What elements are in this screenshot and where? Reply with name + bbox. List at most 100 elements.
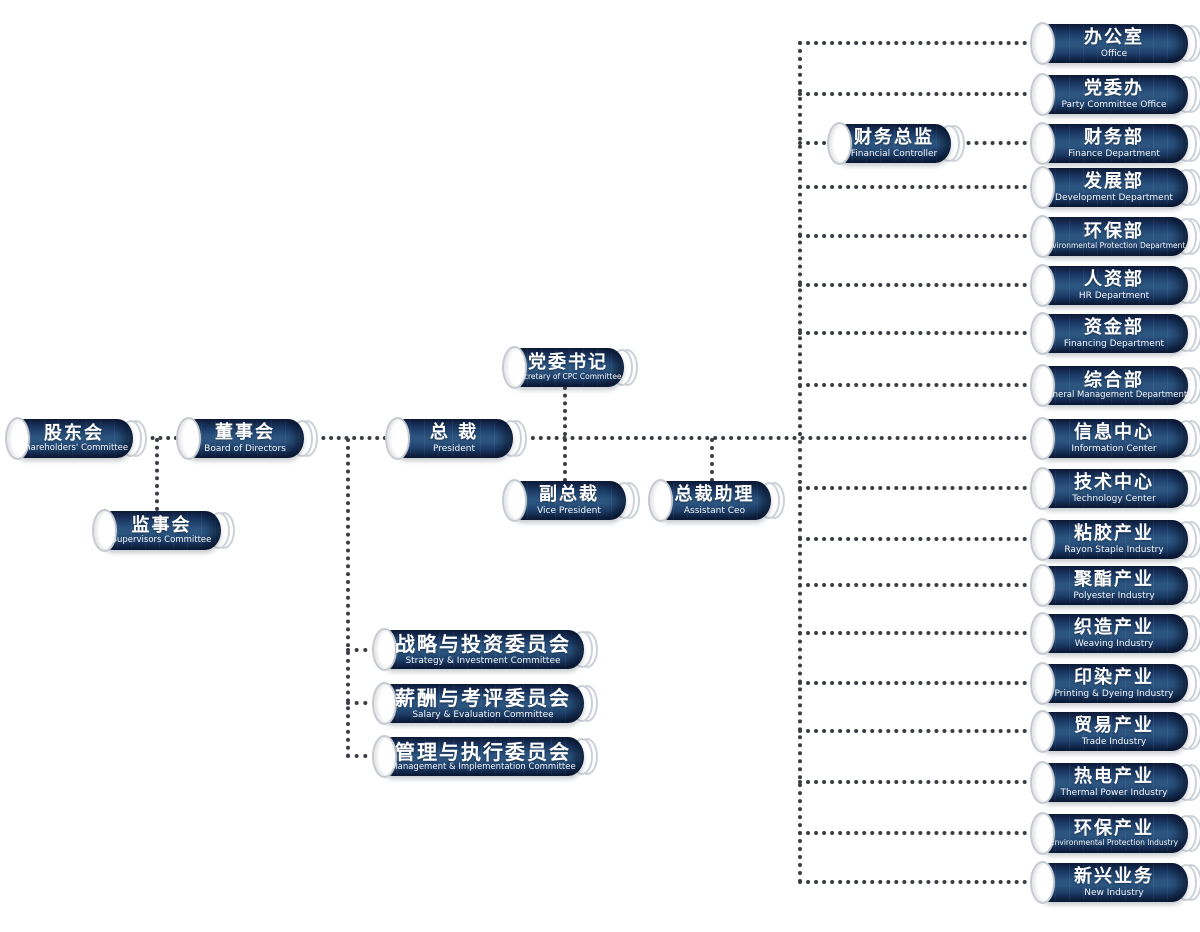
cylinder-mouth	[1030, 215, 1055, 258]
cylinder-body	[382, 684, 584, 723]
connector-president-mainline	[515, 436, 1035, 440]
cylinder-mouth	[1030, 564, 1055, 607]
node-label: 董事会 Board of Directors	[190, 419, 300, 458]
node-label-zh: 新兴业务	[1074, 866, 1154, 888]
node-label-en: Party Committee Office	[1061, 99, 1167, 110]
connector-assistant-drop	[710, 438, 714, 482]
branch-trade	[798, 729, 1035, 733]
node-party-committee-office: 党委办 Party Committee Office	[1030, 73, 1200, 116]
node-label-zh: 财务部	[1084, 127, 1144, 149]
cylinder-mouth	[648, 479, 673, 522]
node-label-en: President	[433, 443, 475, 454]
connector-vice-president-drop	[563, 438, 567, 482]
node-label-zh: 环保部	[1084, 221, 1144, 243]
node-label-zh: 人资部	[1084, 269, 1144, 291]
node-label: 粘胶产业 Rayon Staple Industry	[1044, 520, 1184, 559]
cylinder-body	[1040, 469, 1188, 508]
cylinder-mouth	[827, 122, 852, 165]
node-board-of-directors: 董事会 Board of Directors	[176, 417, 318, 460]
cylinder-body	[1040, 24, 1188, 63]
node-label: 综合部 General Management Department	[1040, 366, 1188, 405]
cylinder-mouth	[385, 417, 410, 460]
cylinder-body	[1040, 712, 1188, 751]
node-label-en: Board of Directors	[204, 443, 286, 454]
connector-main-trunk	[798, 41, 802, 884]
node-financing-department: 资金部 Financing Department	[1030, 312, 1200, 355]
cylinder-mouth	[502, 479, 527, 522]
cylinder-mouth	[372, 628, 397, 671]
node-label-en: General Management Department	[1040, 389, 1188, 400]
cylinder-mouth	[1030, 73, 1055, 116]
branch-new-industry	[798, 880, 1035, 884]
node-label: 副总裁 Vice President	[516, 481, 622, 520]
node-label: 技术中心 Technology Center	[1044, 469, 1184, 508]
node-label-en: Office	[1100, 48, 1128, 59]
cylinder-mouth	[1030, 662, 1055, 705]
branch-financing	[798, 331, 1035, 335]
branch-environmental-protection-industry	[798, 831, 1035, 835]
node-label-zh: 总 裁	[429, 422, 479, 444]
node-label: 薪酬与考评委员会 Salary & Evaluation Committee	[386, 684, 580, 723]
node-polyester-industry: 聚酯产业 Polyester Industry	[1030, 564, 1200, 607]
node-trade-industry: 贸易产业 Trade Industry	[1030, 710, 1200, 753]
node-label-en: Secretary of CPC Committee	[514, 372, 622, 382]
node-environmental-protection-industry: 环保产业 Environmental Protection Industry	[1030, 812, 1200, 855]
node-label-en: New Industry	[1084, 887, 1144, 898]
cylinder-body	[512, 481, 626, 520]
cylinder-body	[1040, 124, 1188, 163]
node-label: 环保产业 Environmental Protection Industry	[1044, 814, 1184, 853]
node-label-en: Financial Controller	[850, 148, 938, 159]
connector-management-branch	[346, 754, 376, 758]
node-label-zh: 技术中心	[1074, 472, 1154, 494]
node-label-en: Supervisors Committee	[111, 534, 212, 545]
connector-strategy-branch	[346, 648, 376, 652]
node-label: 监事会 Supervisors Committee	[106, 511, 217, 550]
node-label-zh: 财务总监	[854, 127, 934, 149]
node-label-en: Environmental Protection Industry	[1049, 838, 1179, 848]
branch-technology-center	[798, 486, 1035, 490]
branch-thermal-power	[798, 780, 1035, 784]
node-office: 办公室 Office	[1030, 22, 1200, 65]
cylinder-mouth	[1030, 364, 1055, 407]
cylinder-body	[1040, 814, 1188, 853]
node-label: 织造产业 Weaving Industry	[1044, 614, 1184, 653]
branch-rayon-staple	[798, 537, 1035, 541]
node-label-en: Rayon Staple Industry	[1064, 544, 1164, 555]
node-label-zh: 印染产业	[1074, 667, 1154, 689]
node-label-zh: 信息中心	[1074, 422, 1154, 444]
node-label-en: Environmental Protection Department	[1042, 241, 1186, 251]
cylinder-body	[1040, 266, 1188, 305]
node-shareholders-committee: 股东会 Shareholders' Committee	[5, 417, 147, 460]
cylinder-body	[186, 419, 304, 458]
cylinder-body	[1040, 614, 1188, 653]
node-label-en: Polyester Industry	[1073, 590, 1155, 601]
cylinder-body	[837, 124, 951, 163]
node-general-management-department: 综合部 General Management Department	[1030, 364, 1200, 407]
node-label-en: Printing & Dyeing Industry	[1054, 688, 1174, 699]
cylinder-mouth	[1030, 812, 1055, 855]
cylinder-mouth	[372, 735, 397, 778]
node-label-en: Technology Center	[1072, 493, 1156, 504]
connector-supervisors-drop	[155, 438, 159, 511]
cylinder-mouth	[1030, 417, 1055, 460]
node-label-zh: 薪酬与考评委员会	[395, 686, 571, 711]
cylinder-body	[1040, 763, 1188, 802]
node-label: 总裁助理 Assistant Ceo	[662, 481, 767, 520]
node-label: 环保部 Environmental Protection Department	[1042, 217, 1186, 256]
node-label-zh: 粘胶产业	[1074, 523, 1154, 545]
connector-cpc-drop	[563, 386, 567, 436]
node-development-department: 发展部 Development Department	[1030, 166, 1200, 209]
node-label-zh: 热电产业	[1074, 766, 1154, 788]
branch-development	[798, 185, 1035, 189]
node-supervisors-committee: 监事会 Supervisors Committee	[92, 509, 235, 552]
cylinder-body	[512, 348, 624, 387]
cylinder-mouth	[1030, 312, 1055, 355]
branch-weaving	[798, 631, 1035, 635]
cylinder-mouth	[92, 509, 117, 552]
node-label: 印染产业 Printing & Dyeing Industry	[1044, 664, 1184, 703]
cylinder-body	[102, 511, 221, 550]
node-technology-center: 技术中心 Technology Center	[1030, 467, 1200, 510]
node-printing-dyeing-industry: 印染产业 Printing & Dyeing Industry	[1030, 662, 1200, 705]
node-label-zh: 监事会	[131, 514, 192, 536]
cylinder-body	[1040, 168, 1188, 207]
